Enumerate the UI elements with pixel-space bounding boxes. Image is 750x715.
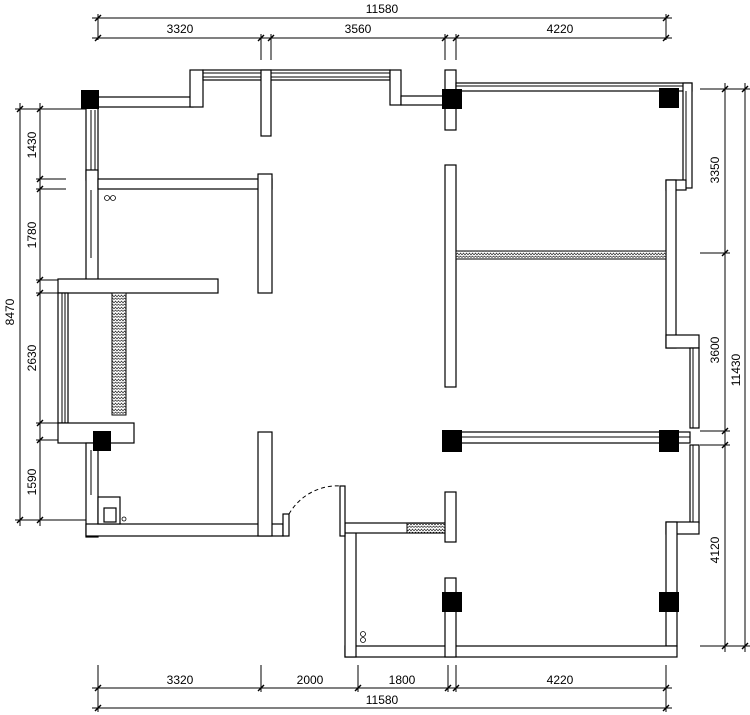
top-segment-label-1: 3320: [167, 22, 194, 36]
column-mid-left: [93, 431, 111, 451]
lower-room-left-wall: [344, 529, 357, 658]
hatched-partition-lower: [406, 522, 446, 534]
top-total-label: 11580: [366, 2, 399, 16]
door-leaf: [339, 485, 346, 537]
left-window-upper: [85, 107, 99, 181]
column-mid-center: [442, 430, 462, 452]
left-segment-label-3: 2630: [25, 344, 39, 371]
left-segment-label-4: 1590: [25, 468, 39, 495]
top-segment-label-2: 3560: [345, 22, 372, 36]
door-jamb-left: [282, 513, 290, 537]
drain-icon-lower-room: [360, 631, 366, 637]
left-room-top-wall: [97, 178, 273, 190]
hatched-partition-left: [111, 292, 127, 416]
lower-left-bottom-wall: [85, 523, 284, 537]
right-dimension-chain: 11430 3350 3600 4120: [700, 83, 750, 652]
right-wall-bottom: [665, 521, 678, 647]
hatched-partition-upper: [455, 250, 667, 260]
top-segment-label-3: 4220: [547, 22, 574, 36]
left-dimension-chain: 8470 1430 1780 2630 1590: [3, 103, 90, 526]
bottom-segment-label-3: 1800: [389, 673, 416, 687]
left-segment-label-1: 1430: [25, 131, 39, 158]
right-wall-jog-lower: [665, 334, 700, 349]
drain-fixtures: [104, 195, 366, 643]
bottom-segment-label-2: 2000: [297, 673, 324, 687]
right-segment-label-1: 3350: [708, 156, 722, 183]
right-window-middle: [689, 347, 700, 429]
bottom-total-label: 11580: [366, 693, 399, 707]
top-stub-wall: [260, 69, 272, 137]
drain-icon-left-upper: [104, 195, 110, 201]
column-mid-right: [659, 430, 679, 452]
top-window-strip: [202, 69, 391, 81]
right-segment-label-2: 3600: [708, 336, 722, 363]
center-long-wall: [444, 164, 457, 388]
drain-icon-lower-room-2: [360, 637, 366, 643]
left-total-label: 8470: [3, 298, 17, 325]
right-wall-middle: [665, 179, 677, 349]
lower-column-wall: [444, 577, 457, 658]
top-wall-notch-left: [189, 69, 204, 108]
left-balcony-top-wall: [57, 278, 219, 294]
column-bottom-center: [442, 592, 462, 612]
right-total-label: 11430: [729, 353, 743, 386]
left-segment-label-2: 1780: [25, 221, 39, 248]
right-window-upper: [682, 82, 693, 189]
left-room-right-wall: [257, 173, 273, 294]
top-right-window: [455, 82, 693, 92]
column-top-center: [442, 89, 462, 109]
column-bottom-right: [659, 592, 679, 612]
left-wall-upper: [85, 169, 99, 281]
top-wall-notch-right: [389, 69, 402, 106]
top-wall-left: [97, 96, 194, 108]
top-dimension-chain: 11580 3320 3560 4220: [92, 2, 672, 60]
utility-sink: [103, 507, 117, 523]
lower-left-right-wall: [257, 431, 273, 537]
left-window-lower: [85, 442, 99, 538]
right-window-lower: [689, 444, 700, 524]
column-top-right: [659, 88, 679, 108]
column-top-left: [81, 90, 99, 109]
drain-icon-utility: [121, 516, 127, 522]
door-swing-arc: [288, 485, 343, 515]
structural-columns: [81, 88, 679, 612]
lower-column-stub: [444, 491, 457, 543]
right-segment-label-3: 4120: [708, 536, 722, 563]
bottom-dimension-chain: 3320 2000 1800 4220 11580: [92, 665, 672, 712]
top-wall-right-segment: [400, 95, 447, 106]
bottom-segment-label-4: 4220: [547, 673, 574, 687]
drain-icon-left-upper-2: [110, 195, 116, 201]
bottom-segment-label-1: 3320: [167, 673, 194, 687]
balcony-left-rail: [57, 292, 69, 424]
bottom-wall-right-room: [344, 645, 678, 658]
walls: [57, 69, 700, 658]
